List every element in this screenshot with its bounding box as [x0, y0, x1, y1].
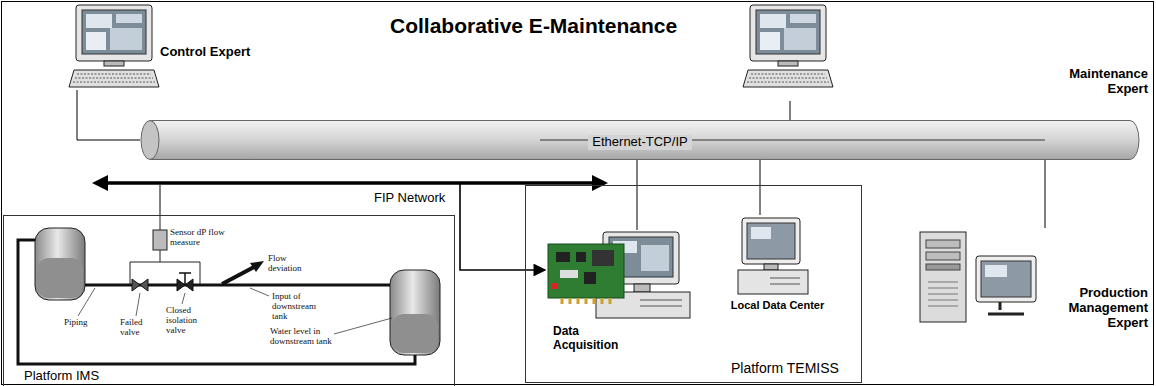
acquisition-card [548, 244, 624, 304]
server-workstation [928, 282, 958, 306]
server-workstation [926, 264, 960, 270]
node-label: Platform IMS [24, 369, 144, 384]
acquisition-card [548, 244, 624, 298]
network-link [637, 160, 638, 230]
acquisition-card [584, 272, 596, 284]
server-workstation [926, 252, 960, 260]
node-label: Production Management Expert [1060, 286, 1148, 331]
callout-label: Closed isolation valve [166, 306, 208, 336]
downstream-tank [390, 270, 440, 355]
data-center-pc [742, 218, 800, 264]
main-pipe [85, 284, 390, 287]
fieldbus-arrow-shape [92, 172, 608, 212]
dp-sensor [153, 230, 167, 250]
failed-valve [132, 279, 148, 291]
diagram-title: Collaborative E-Maintenance [390, 14, 677, 38]
callout-label: Water level in downstream tank [270, 327, 334, 347]
fieldbus-head [592, 175, 608, 191]
callout-label: Sensor dP flow measure [170, 228, 228, 248]
node-label: Control Expert [160, 45, 264, 60]
computer-icon [743, 5, 833, 87]
acquisition-card [560, 270, 578, 278]
server-workstation [985, 265, 1007, 277]
fieldbus-line [106, 181, 594, 185]
acquisition-card [562, 298, 610, 304]
network-link [790, 101, 791, 120]
network-link [1045, 160, 1046, 228]
acquisition-card [552, 283, 558, 289]
tank-water [392, 314, 438, 353]
server-workstation [920, 232, 1036, 322]
fieldbus-arrow: FIP Network [92, 172, 608, 212]
network-link [77, 90, 140, 140]
server-workstation [981, 261, 1031, 297]
data-center-station: Local Data Center [725, 215, 833, 318]
pipe-body [150, 121, 1139, 160]
network-link [760, 160, 761, 215]
data-center-pc [738, 270, 808, 294]
data-center-pc [738, 218, 808, 294]
data-center-pc [751, 227, 771, 239]
acquisition-station: Data Acquisition [545, 230, 700, 362]
node-label: Platform TEMISS [731, 360, 856, 376]
acquisition-card [556, 252, 570, 262]
deviation-arrow [250, 261, 264, 272]
expert-workstation: Control Expert [65, 5, 267, 90]
ethernet-bus: Ethernet-TCP/IP [140, 120, 1140, 160]
signal-arrow [460, 183, 545, 270]
fieldbus-head [92, 175, 108, 191]
server-workstation [926, 240, 960, 248]
node-label: FIP Network [374, 191, 454, 206]
platform-region: Platform IMS [3, 215, 455, 386]
acquisition-pc [641, 245, 669, 271]
computer-icon [69, 5, 159, 87]
node-label: Data Acquisition [553, 325, 633, 353]
pipe-end [141, 121, 159, 160]
node-label: Maintenance Expert [1063, 67, 1148, 97]
server-workstation [976, 256, 1036, 302]
hydraulic-illustration [18, 215, 440, 364]
acquisition-card [592, 250, 614, 266]
sensor-lines [130, 215, 200, 284]
production-station: Production Management Expert [910, 228, 1151, 350]
deviation-arrow [222, 266, 256, 284]
acquisition-pc [640, 300, 682, 306]
return-pipe [18, 240, 415, 364]
tank-water [37, 258, 83, 298]
callout-label: Flow deviation [268, 254, 310, 274]
node-label: Ethernet-TCP/IP [588, 135, 691, 150]
node-label: Local Data Center [725, 299, 830, 312]
data-center-pc [770, 278, 800, 284]
valve-stem [179, 273, 191, 285]
expert-workstation: Maintenance Expert [740, 5, 1151, 101]
acquisition-pc [634, 284, 650, 292]
platform-box: Platform TEMISS Data Acquisition Local Dat… [525, 185, 862, 383]
upstream-tank [35, 228, 85, 300]
acquisition-card [576, 252, 586, 262]
callout-label: Failed valve [120, 318, 152, 338]
network-link [160, 185, 161, 215]
callout-label: Input of downstream tank [272, 292, 332, 322]
server-workstation [920, 232, 966, 322]
data-center-pc [764, 264, 778, 270]
server-workstation [988, 302, 1024, 314]
data-center-pc [747, 223, 795, 259]
callout-label: Piping [64, 318, 94, 328]
